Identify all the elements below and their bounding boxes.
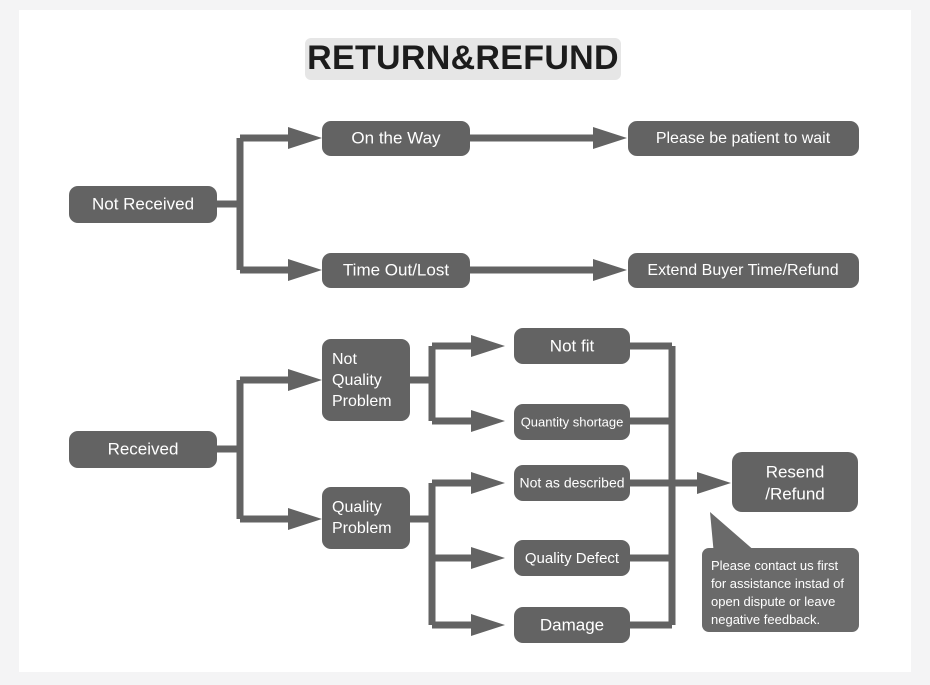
callout-line-1: Please contact us first: [711, 558, 839, 573]
node-quality-problem-label-line1: Quality: [332, 499, 382, 516]
node-on-the-way[interactable]: On the Way: [322, 121, 470, 156]
node-not-fit-box: [514, 328, 630, 364]
connector-reasons-merge: [622, 342, 731, 629]
node-resend-refund-label-line2: /Refund: [765, 484, 825, 503]
arrowhead-not-quality-problem: [288, 369, 322, 391]
node-received-label: Received: [108, 439, 179, 458]
callout-line-3: open dispute or leave: [711, 594, 835, 609]
arrowhead-be-patient: [593, 127, 627, 149]
arrowhead-not-fit: [471, 335, 505, 357]
node-not-quality-problem-box: [322, 339, 410, 421]
node-not-quality-problem-label-line2: Quality: [332, 372, 382, 389]
node-resend-refund-box: [732, 452, 858, 512]
node-not-quality-problem-label-line3: Problem: [332, 393, 392, 410]
node-not-fit-label: Not fit: [550, 336, 595, 355]
node-quantity-shortage[interactable]: Quantity shortage: [514, 404, 630, 440]
node-not-received[interactable]: Not Received: [69, 186, 217, 223]
page-title: RETURN&REFUND: [307, 39, 619, 77]
node-quantity-shortage-box: [514, 404, 630, 440]
contact-callout: Please contact us first for assistance i…: [702, 512, 859, 632]
arrowhead-resend-refund: [697, 472, 731, 494]
connector-received-split: [217, 369, 322, 530]
arrowhead-quality-defect: [471, 547, 505, 569]
node-quality-problem-label-line2: Problem: [332, 520, 392, 537]
node-not-as-described-label: Not as described: [519, 475, 624, 491]
connector-not-quality-split: [410, 335, 505, 432]
connector-on-the-way-to-wait: [470, 127, 627, 149]
connector-not-received-split: [217, 127, 322, 281]
node-not-received-label: Not Received: [92, 194, 194, 213]
node-not-quality-problem[interactable]: Not Quality Problem: [322, 339, 410, 421]
node-time-out-lost[interactable]: Time Out/Lost: [322, 253, 470, 288]
node-not-as-described-box: [514, 465, 630, 501]
arrowhead-quality-problem: [288, 508, 322, 530]
node-quantity-shortage-label: Quantity shortage: [521, 414, 624, 429]
node-resend-refund-label-line1: Resend: [766, 462, 825, 481]
node-extend-buyer-box: [628, 253, 859, 288]
node-extend-buyer-label: Extend Buyer Time/Refund: [647, 262, 838, 279]
node-damage-box: [514, 607, 630, 643]
node-damage[interactable]: Damage: [514, 607, 630, 643]
node-quality-problem[interactable]: Quality Problem: [322, 487, 410, 549]
node-received-box: [69, 431, 217, 468]
node-damage-label: Damage: [540, 615, 604, 634]
connector-quality-split: [410, 472, 505, 636]
arrowhead-not-as-described: [471, 472, 505, 494]
arrowhead-damage: [471, 614, 505, 636]
arrowhead-time-out: [288, 259, 322, 281]
node-not-received-box: [69, 186, 217, 223]
title-banner: RETURN&REFUND: [305, 38, 621, 80]
node-quality-defect-label: Quality Defect: [525, 550, 620, 567]
node-not-fit[interactable]: Not fit: [514, 328, 630, 364]
node-time-out-lost-label: Time Out/Lost: [343, 260, 449, 279]
connector-timeout-to-extend: [470, 259, 627, 281]
node-quality-defect-box: [514, 540, 630, 576]
arrowhead-extend-buyer: [593, 259, 627, 281]
node-on-the-way-box: [322, 121, 470, 156]
node-time-out-lost-box: [322, 253, 470, 288]
node-quality-defect[interactable]: Quality Defect: [514, 540, 630, 576]
node-received[interactable]: Received: [69, 431, 217, 468]
node-not-quality-problem-label-line1: Not: [332, 351, 357, 368]
arrowhead-quantity-shortage: [471, 410, 505, 432]
node-please-be-patient[interactable]: Please be patient to wait: [628, 121, 859, 156]
callout-box: [702, 548, 859, 632]
node-not-as-described[interactable]: Not as described: [514, 465, 630, 501]
node-please-be-patient-box: [628, 121, 859, 156]
node-extend-buyer-time-refund[interactable]: Extend Buyer Time/Refund: [628, 253, 859, 288]
node-on-the-way-label: On the Way: [351, 128, 441, 147]
node-please-be-patient-label: Please be patient to wait: [656, 130, 831, 147]
title-plate: [305, 38, 621, 80]
node-quality-problem-box: [322, 487, 410, 549]
callout-line-2: for assistance instad of: [711, 576, 844, 591]
node-resend-refund[interactable]: Resend /Refund: [732, 452, 858, 512]
arrowhead-on-the-way: [288, 127, 322, 149]
callout-line-4: negative feedback.: [711, 612, 820, 627]
